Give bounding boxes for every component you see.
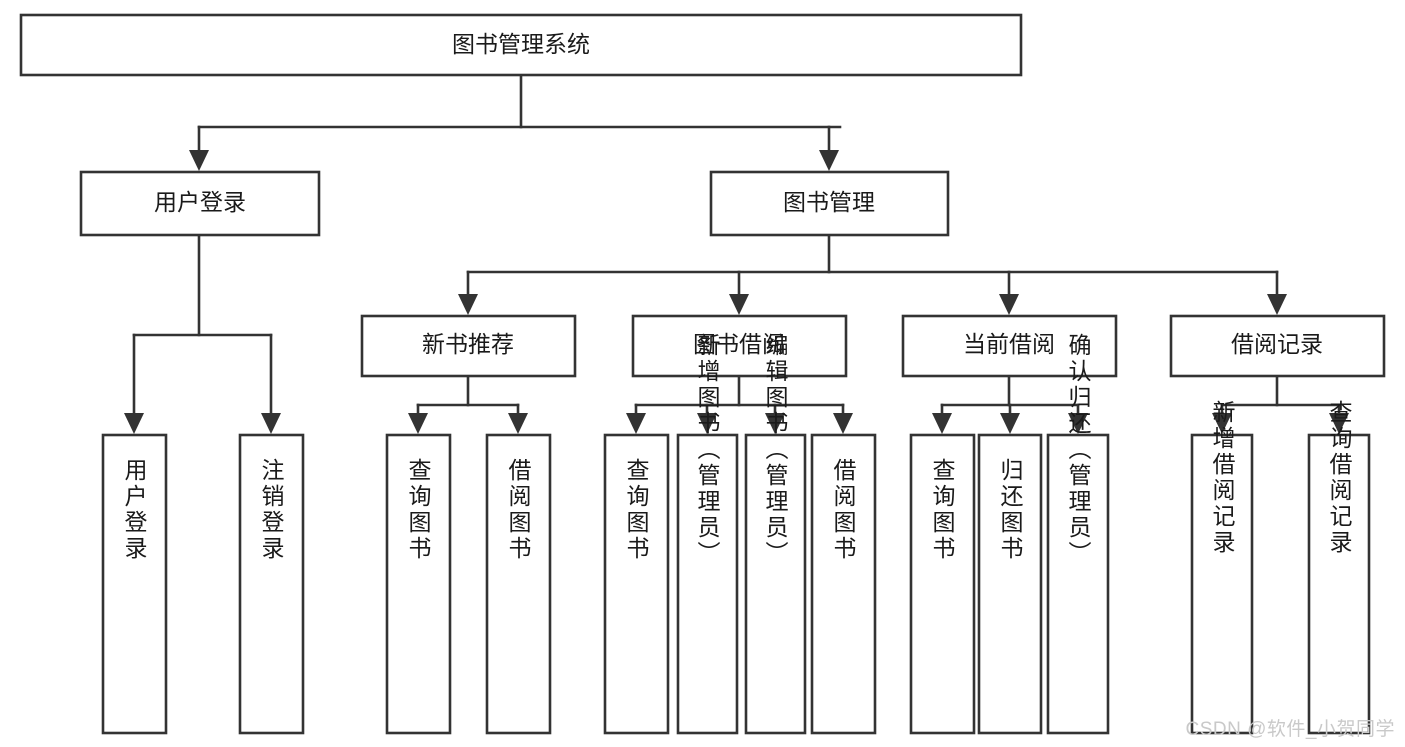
edges-layer [124,73,1349,434]
node-leaf-confirm-return-label: 确认归还（管理员） [1065,333,1092,567]
node-user-login-label: 用户登录 [154,189,246,215]
node-leaf-borrow-book-2-box[interactable] [810,433,877,735]
node-current-borrow-label: 当前借阅 [963,331,1055,357]
node-root[interactable]: 图书管理系统 [19,13,1023,77]
node-leaf-add-book-box[interactable] [676,433,739,735]
node-leaf-add-book[interactable]: 新增图书（管理员） [676,333,739,735]
arrowhead-leaf-confirm-return [1068,413,1088,434]
node-new-book-recommend-label: 新书推荐 [422,331,514,357]
node-new-book-recommend-box[interactable] [360,314,577,378]
node-leaf-query-record-box[interactable] [1307,433,1371,735]
node-leaf-borrow-book-1-label: 借阅图书 [505,458,532,562]
node-leaf-edit-book-label: 编辑图书（管理员） [762,333,789,567]
node-leaf-user-logout-label: 注销登录 [258,458,285,562]
node-leaf-query-book-3-label: 查询图书 [929,458,956,562]
node-book-borrow-label: 图书借阅 [693,331,785,357]
arrowhead-leaf-borrow-book-1 [508,413,528,434]
node-book-borrow[interactable]: 图书借阅 [631,314,848,378]
node-root-box[interactable] [19,13,1023,77]
node-leaf-add-record-label: 新增借阅记录 [1209,400,1236,556]
node-leaf-query-record[interactable]: 查询借阅记录 [1307,400,1371,735]
arrowhead-leaf-return-book [1000,413,1020,434]
node-current-borrow-box[interactable] [901,314,1118,378]
arrowhead-borrow-record [1267,294,1287,315]
arrowhead-leaf-add-record [1212,413,1232,434]
node-leaf-borrow-book-2[interactable]: 借阅图书 [810,433,877,735]
node-leaf-return-book-box[interactable] [977,433,1043,735]
node-leaf-borrow-book-2-label: 借阅图书 [830,458,857,562]
arrowhead-leaf-query-book-3 [932,413,952,434]
node-user-login[interactable]: 用户登录 [79,170,321,237]
node-leaf-confirm-return[interactable]: 确认归还（管理员） [1046,333,1110,735]
node-leaf-query-book-1-label: 查询图书 [405,458,432,562]
node-book-manage[interactable]: 图书管理 [709,170,950,237]
node-leaf-query-book-3[interactable]: 查询图书 [909,433,976,735]
arrowhead-leaf-user-login [124,413,144,434]
arrowhead-book-manage [819,150,839,171]
arrowhead-user-login [189,150,209,171]
node-leaf-edit-book-box[interactable] [744,433,807,735]
node-book-manage-box[interactable] [709,170,950,237]
node-leaf-query-book-2-box[interactable] [603,433,670,735]
arrowhead-leaf-edit-book [765,413,785,434]
arrowhead-leaf-query-book-1 [408,413,428,434]
node-leaf-query-book-1-box[interactable] [385,433,452,735]
node-leaf-confirm-return-box[interactable] [1046,433,1110,735]
node-leaf-borrow-book-1-box[interactable] [485,433,552,735]
node-leaf-user-logout-box[interactable] [238,433,305,735]
node-borrow-record[interactable]: 借阅记录 [1169,314,1386,378]
arrowhead-leaf-query-record [1329,413,1349,434]
node-leaf-add-record[interactable]: 新增借阅记录 [1190,400,1254,735]
arrowhead-leaf-query-book-2 [626,413,646,434]
node-leaf-return-book-label: 归还图书 [997,458,1024,562]
node-leaf-query-book-3-box[interactable] [909,433,976,735]
arrowhead-leaf-borrow-book-2 [833,413,853,434]
node-leaf-add-record-box[interactable] [1190,433,1254,735]
node-user-login-box[interactable] [79,170,321,237]
node-leaf-query-record-label: 查询借阅记录 [1326,400,1353,556]
node-leaf-edit-book[interactable]: 编辑图书（管理员） [744,333,807,735]
node-leaf-user-login[interactable]: 用户登录 [101,433,168,735]
node-borrow-record-box[interactable] [1169,314,1386,378]
node-leaf-add-book-label: 新增图书（管理员） [694,333,721,567]
node-leaf-query-book-2-label: 查询图书 [623,458,650,562]
node-leaf-user-login-box[interactable] [101,433,168,735]
node-leaf-user-login-label: 用户登录 [121,458,148,562]
arrowhead-book-borrow [729,294,749,315]
node-leaf-return-book[interactable]: 归还图书 [977,433,1043,735]
node-root-label: 图书管理系统 [452,31,590,57]
node-borrow-record-label: 借阅记录 [1231,331,1323,357]
node-current-borrow[interactable]: 当前借阅 [901,314,1118,378]
node-book-manage-label: 图书管理 [783,189,875,215]
node-new-book-recommend[interactable]: 新书推荐 [360,314,577,378]
node-leaf-user-logout[interactable]: 注销登录 [238,433,305,735]
node-leaf-query-book-1[interactable]: 查询图书 [385,433,452,735]
node-leaf-borrow-book-1[interactable]: 借阅图书 [485,433,552,735]
node-book-borrow-box[interactable] [631,314,848,378]
arrowhead-new-book-recommend [458,294,478,315]
arrowhead-leaf-add-book [697,413,717,434]
arrowhead-current-borrow [999,294,1019,315]
node-leaf-query-book-2[interactable]: 查询图书 [603,433,670,735]
arrowhead-leaf-user-logout [261,413,281,434]
